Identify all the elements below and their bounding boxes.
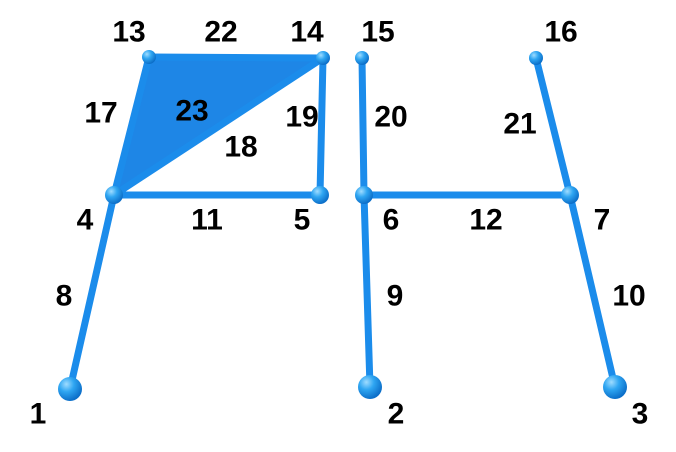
node-2 bbox=[358, 375, 382, 399]
edge-label-11: 11 bbox=[191, 204, 223, 237]
edge-19 bbox=[316, 54, 327, 199]
node-6 bbox=[355, 186, 373, 204]
node-label-7: 7 bbox=[594, 204, 611, 237]
node-4 bbox=[105, 186, 123, 204]
edge-17 bbox=[110, 53, 153, 199]
node-label-16: 16 bbox=[544, 16, 577, 49]
edge-18 bbox=[110, 54, 327, 199]
node-label-2: 2 bbox=[388, 398, 405, 431]
edge-label-18: 18 bbox=[224, 131, 257, 164]
edge-label-12: 12 bbox=[469, 204, 502, 237]
node-13 bbox=[142, 50, 156, 64]
node-layer bbox=[58, 50, 627, 401]
node-14 bbox=[316, 51, 330, 65]
node-label-3: 3 bbox=[632, 398, 649, 431]
edge-10 bbox=[566, 191, 619, 391]
node-label-14: 14 bbox=[290, 16, 324, 49]
edge-label-9: 9 bbox=[387, 280, 404, 313]
edge-label-22: 22 bbox=[204, 16, 237, 49]
node-label-1: 1 bbox=[30, 398, 47, 431]
node-label-6: 6 bbox=[383, 204, 400, 237]
node-1 bbox=[58, 377, 82, 401]
edge-9 bbox=[360, 191, 374, 391]
node-16 bbox=[529, 51, 543, 65]
edge-label-8: 8 bbox=[56, 280, 73, 313]
edge-label-19: 19 bbox=[285, 101, 318, 134]
edge-8 bbox=[66, 191, 118, 393]
edge-label-21: 21 bbox=[503, 108, 536, 141]
node-label-5: 5 bbox=[294, 204, 311, 237]
node-label-15: 15 bbox=[361, 16, 394, 49]
edge-21 bbox=[532, 54, 574, 199]
node-label-13: 13 bbox=[112, 16, 145, 49]
edge-label-20: 20 bbox=[374, 101, 407, 134]
edge-layer bbox=[66, 53, 619, 393]
node-3 bbox=[603, 375, 627, 399]
node-5 bbox=[311, 186, 329, 204]
edge-label-10: 10 bbox=[612, 280, 645, 313]
edge-22 bbox=[145, 53, 327, 62]
edge-20 bbox=[358, 54, 368, 199]
node-label-4: 4 bbox=[77, 204, 94, 237]
node-15 bbox=[355, 51, 369, 65]
edge-label-17: 17 bbox=[84, 97, 117, 130]
face-label-23: 23 bbox=[175, 95, 208, 128]
node-7 bbox=[561, 186, 579, 204]
